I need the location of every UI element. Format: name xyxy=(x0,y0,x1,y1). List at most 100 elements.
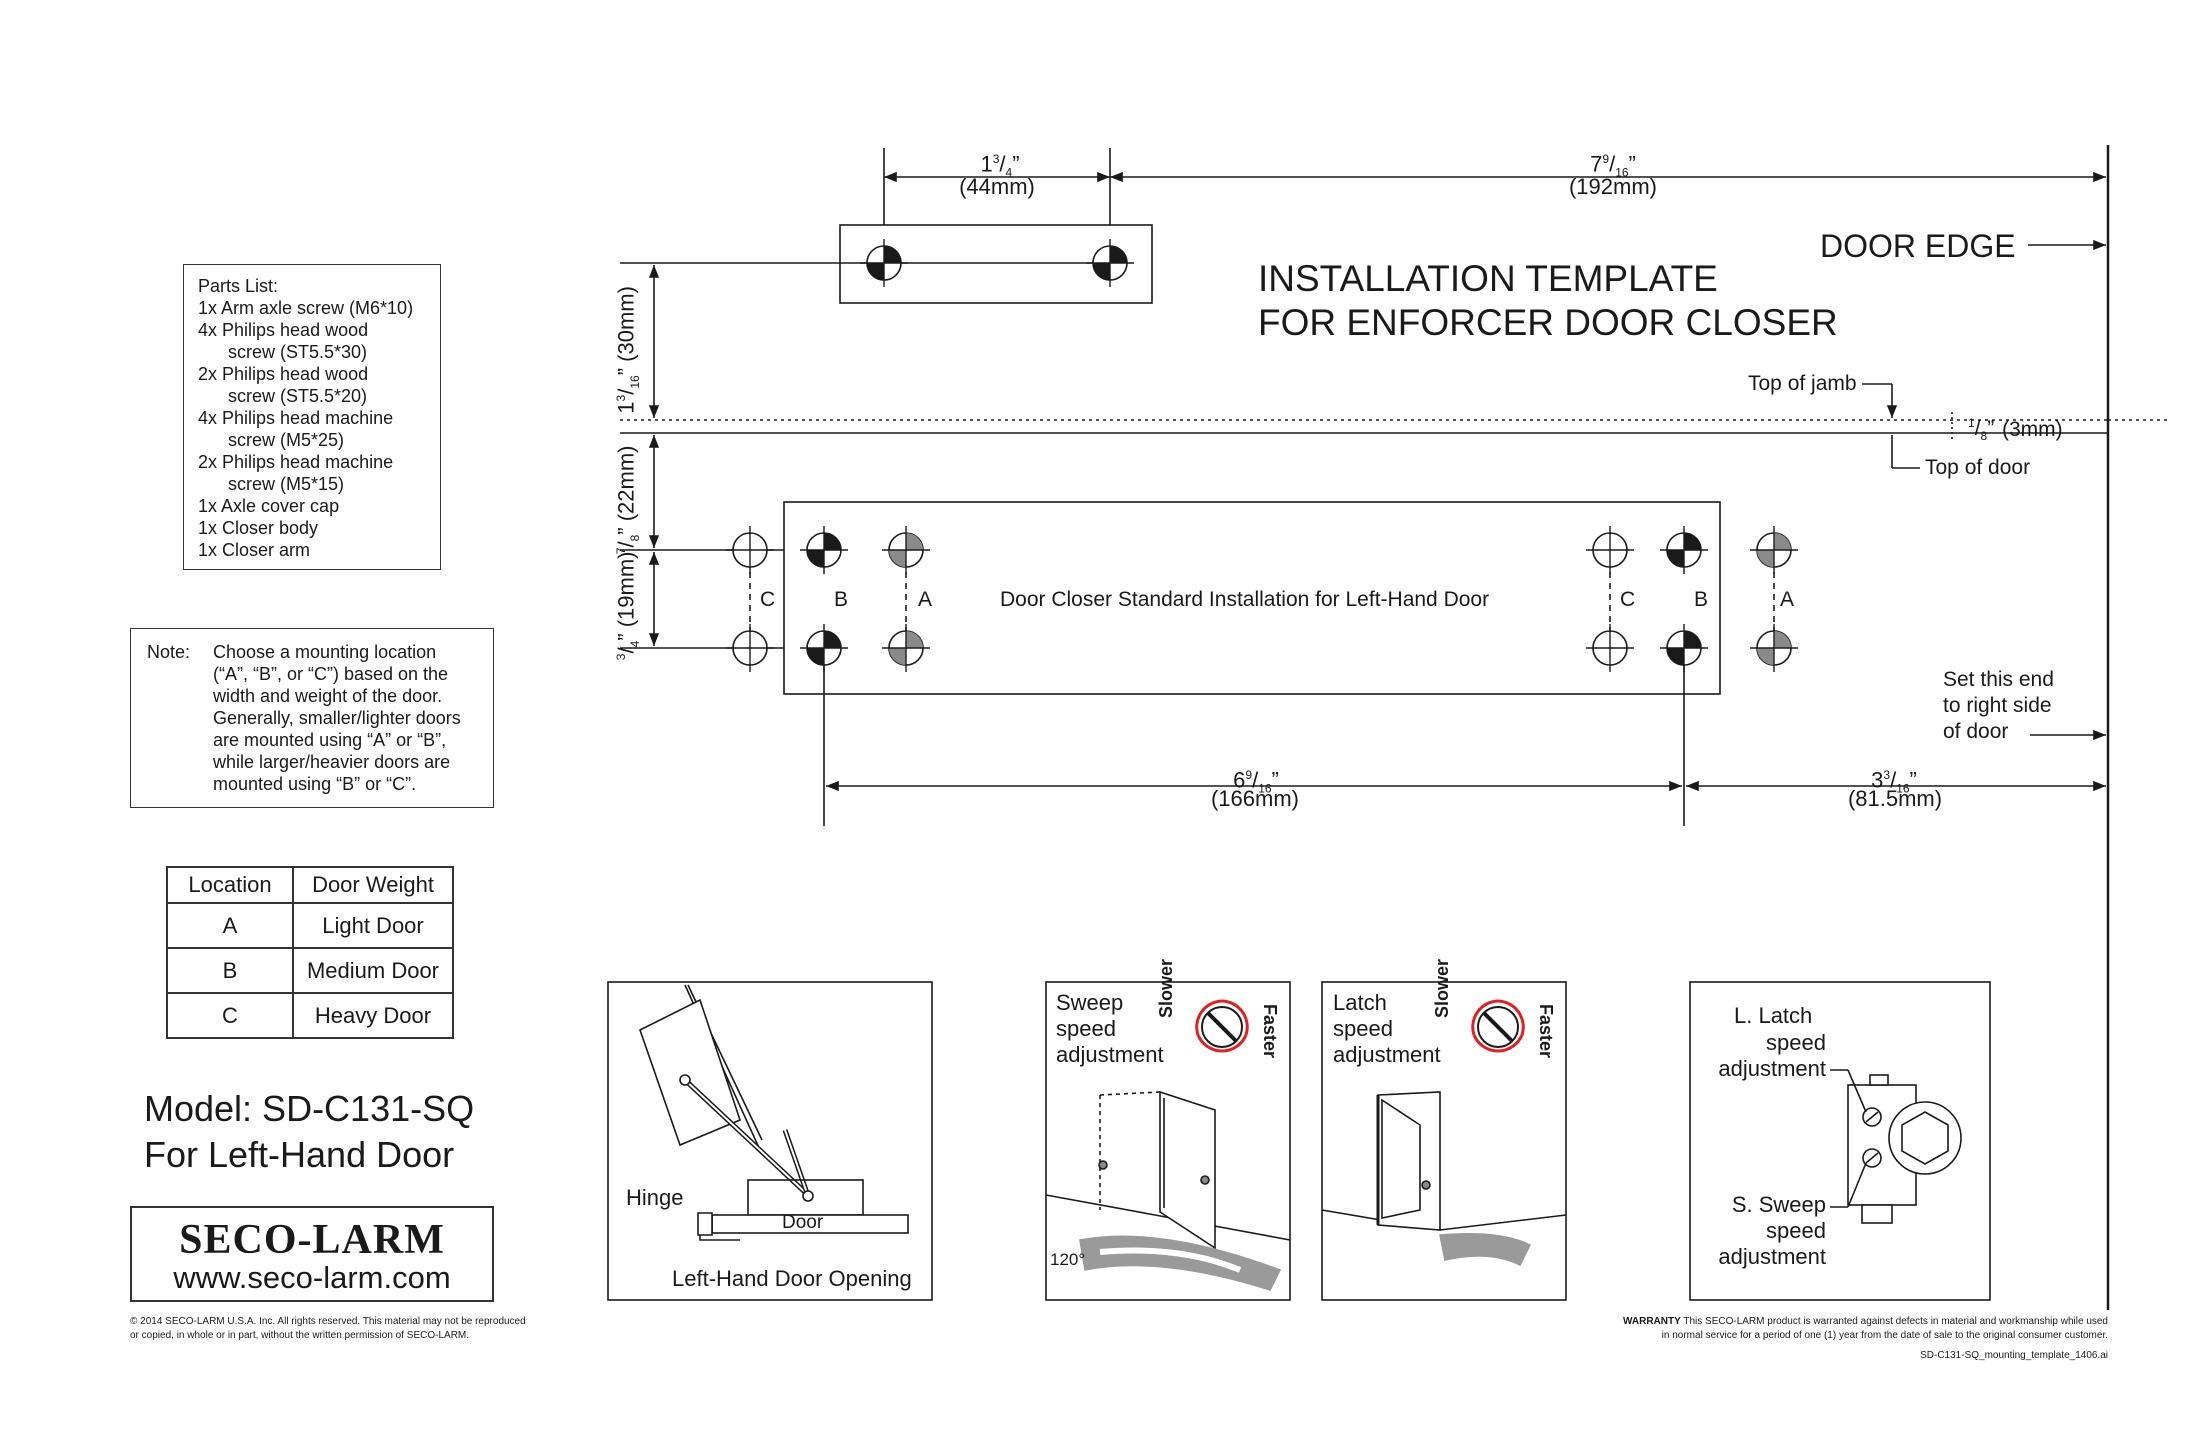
parts-list-item: screw (M5*25) xyxy=(228,430,345,450)
set-end-line3: of door xyxy=(1943,720,2009,743)
dim-bottom-a-fraction: 69/16” xyxy=(1233,767,1279,796)
hole-label-a-left: A xyxy=(918,588,933,611)
brand-url: www.seco-larm.com xyxy=(173,1260,451,1295)
table-cell-weight: Light Door xyxy=(292,902,454,949)
dim-top-a-mm: (44mm) xyxy=(959,174,1035,199)
latch-speed-illustration xyxy=(1321,981,1567,1301)
gap-fraction: 1/8” xyxy=(1968,416,1995,444)
note-label: Note: xyxy=(147,642,191,662)
mounting-hole xyxy=(1750,526,1798,574)
hole-label-b-right: B xyxy=(1694,588,1709,611)
dim-left-a: 13/16” (30mm) xyxy=(613,286,642,414)
parts-list-item: 1x Axle cover cap xyxy=(198,496,340,516)
note-box: Note: Choose a mounting location(“A”, “B… xyxy=(130,628,494,808)
parts-list-heading: Parts List: xyxy=(198,276,279,296)
model-line2: For Left-Hand Door xyxy=(144,1134,455,1175)
closer-label: Door Closer Standard Installation for Le… xyxy=(1000,588,1490,611)
mounting-hole xyxy=(726,624,774,672)
parts-list-item: 1x Arm axle screw (M6*10) xyxy=(198,298,414,318)
dim-left-c: 3/4” (19mm) xyxy=(613,551,642,661)
parts-list-item: 4x Philips head machine xyxy=(198,408,394,428)
parts-list-item: 1x Closer arm xyxy=(198,540,311,560)
table-header-weight: Door Weight xyxy=(292,866,454,904)
copyright-line2: or copied, in whole or in part, without … xyxy=(130,1330,470,1341)
warranty-line2: in normal service for a period of one (1… xyxy=(1661,1330,2108,1341)
dim-top-b-mm: (192mm) xyxy=(1568,174,1657,199)
sweep-angle: 120° xyxy=(1050,1250,1086,1269)
table-row: A Light Door xyxy=(166,902,454,949)
table-cell-weight: Medium Door xyxy=(292,947,454,994)
sweep-label-1: Sweep xyxy=(1056,990,1124,1015)
table-cell-location: A xyxy=(166,902,294,949)
hole-label-b-left: B xyxy=(834,588,849,611)
set-end-line1: Set this end xyxy=(1943,668,2054,691)
parts-list-item: screw (M5*15) xyxy=(228,474,345,494)
title-line2: FOR ENFORCER DOOR CLOSER xyxy=(1258,302,1838,343)
door-label: Door xyxy=(782,1212,824,1233)
dim-bottom-a-mm: (166mm) xyxy=(1210,786,1299,811)
door-opening-caption: Left-Hand Door Opening xyxy=(672,1266,912,1291)
parts-list-item: screw (ST5.5*20) xyxy=(228,386,368,406)
table-cell-location: B xyxy=(166,947,294,994)
mounting-hole xyxy=(1750,624,1798,672)
sweep-label-3: adjustment xyxy=(1056,1042,1164,1067)
note-line: width and weight of the door. xyxy=(213,686,443,706)
parts-list-item: 2x Philips head machine xyxy=(198,452,394,472)
parts-list-item: 1x Closer body xyxy=(198,518,319,538)
valve-illustration xyxy=(1689,981,1991,1301)
note-line: while larger/heavier doors are xyxy=(213,752,451,772)
mounting-hole xyxy=(800,624,848,672)
sweep-slower: Slower xyxy=(1156,958,1176,1018)
valve-s-2: speed xyxy=(1766,1218,1826,1243)
gap-mm: (3mm) xyxy=(2002,418,2063,441)
title-line1: INSTALLATION TEMPLATE xyxy=(1258,258,1718,299)
note-text: Choose a mounting location(“A”, “B”, or … xyxy=(213,641,461,795)
parts-list-item: 2x Philips head wood xyxy=(198,364,369,384)
file-name: SD-C131-SQ_mounting_template_1406.ai xyxy=(1920,1350,2108,1361)
mounting-hole xyxy=(882,624,930,672)
valve-l-2: speed xyxy=(1766,1030,1826,1055)
table-header-row: Location Door Weight xyxy=(166,866,454,904)
note-line: (“A”, “B”, or “C”) based on the xyxy=(213,664,449,684)
door-opening-illustration xyxy=(607,981,933,1301)
mounting-hole xyxy=(1586,624,1634,672)
dim-bottom-b-mm: (81.5mm) xyxy=(1847,786,1943,811)
sweep-label-2: speed xyxy=(1056,1016,1116,1041)
mounting-hole xyxy=(1660,526,1708,574)
mounting-hole xyxy=(1586,526,1634,574)
valve-l-3: adjustment xyxy=(1718,1056,1826,1081)
dim-bottom-b-fraction: 33/16” xyxy=(1871,767,1917,796)
parts-list-item: screw (ST5.5*30) xyxy=(228,342,368,362)
note-line: mounted using “B” or “C”. xyxy=(213,774,417,794)
note-line: Generally, smaller/lighter doors xyxy=(213,708,461,728)
parts-list-items: 1x Arm axle screw (M6*10)4x Philips head… xyxy=(198,297,426,561)
latch-label-3: adjustment xyxy=(1333,1042,1441,1067)
dim-top-a-fraction: 13/4” xyxy=(980,151,1020,180)
hole-label-c-left: C xyxy=(760,588,776,611)
table-cell-weight: Heavy Door xyxy=(292,992,454,1039)
valve-s-3: adjustment xyxy=(1718,1244,1826,1269)
valve-l-1: L. Latch xyxy=(1734,1003,1813,1028)
latch-faster: Faster xyxy=(1536,1004,1556,1059)
latch-label-2: speed xyxy=(1333,1016,1393,1041)
table-row: B Medium Door xyxy=(166,947,454,994)
mounting-hole xyxy=(800,526,848,574)
hole-label-c-right: C xyxy=(1620,588,1636,611)
sweep-faster: Faster xyxy=(1260,1004,1280,1059)
valve-s-1: S. Sweep xyxy=(1731,1192,1826,1217)
table-row: C Heavy Door xyxy=(166,992,454,1039)
door-edge-label: DOOR EDGE xyxy=(1820,228,2016,264)
top-of-door-label: Top of door xyxy=(1925,456,2031,479)
latch-label-1: Latch xyxy=(1333,990,1387,1015)
hole-label-a-right: A xyxy=(1780,588,1795,611)
set-end-line2: to right side xyxy=(1943,694,2052,717)
sweep-speed-illustration xyxy=(1045,981,1291,1301)
hinge-label: Hinge xyxy=(626,1185,684,1210)
dim-top-b-fraction: 79/16” xyxy=(1590,151,1636,180)
parts-list-box: Parts List: 1x Arm axle screw (M6*10)4x … xyxy=(183,264,441,570)
copyright-line1: © 2014 SECO-LARM U.S.A. Inc. All rights … xyxy=(130,1316,526,1327)
parts-list-item: 4x Philips head wood xyxy=(198,320,369,340)
door-weight-table: Location Door Weight A Light Door B Medi… xyxy=(166,866,454,1039)
note-line: Choose a mounting location xyxy=(213,642,437,662)
